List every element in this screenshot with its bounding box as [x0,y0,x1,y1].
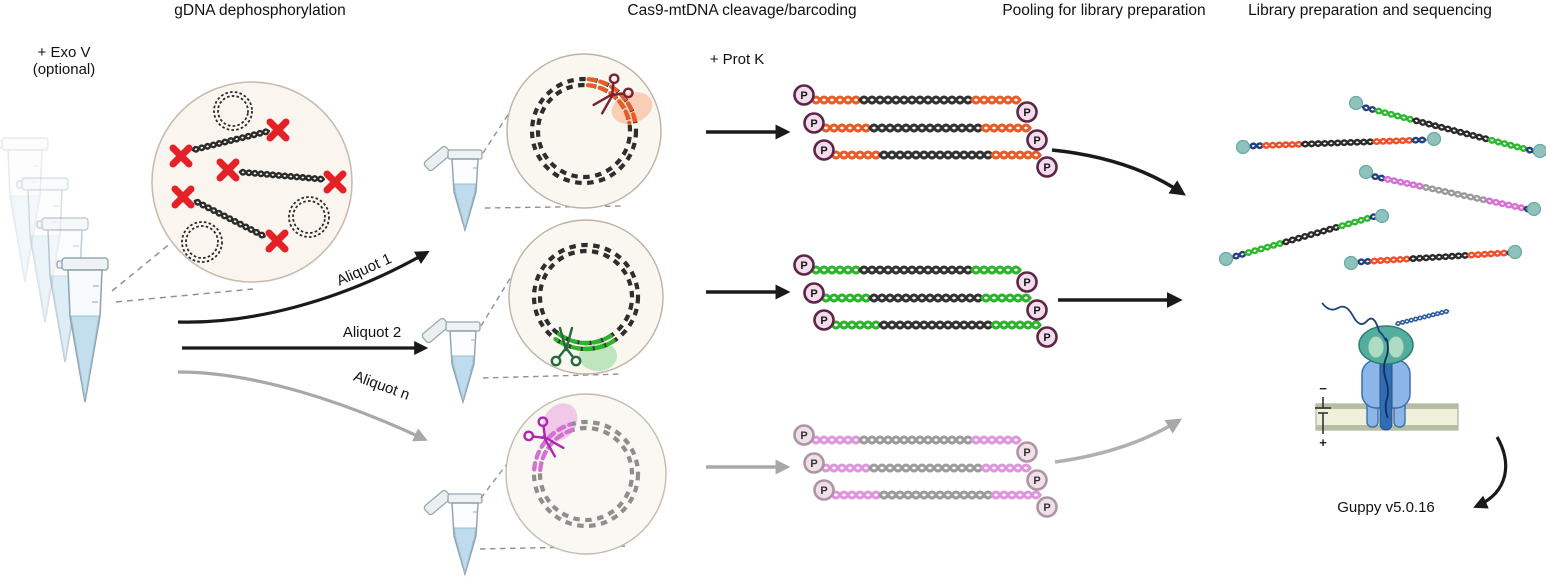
zoom-lines-gdna [111,237,254,303]
electrode-positive-sign: + [1319,435,1327,450]
electrode-negative-sign: − [1319,381,1327,396]
linear-gdna-1 [191,128,270,153]
phosphate-badge: P [800,90,807,102]
adapter-bead [1507,244,1523,260]
phosphate-badge: P [1023,107,1030,119]
phosphate-badges-aliquot1: P P P P P P [793,84,1058,178]
adapter-bead [1348,95,1364,111]
prot-k-note: + Prot K [710,51,765,68]
fragment [830,150,1042,160]
phosphate-badge: P [820,315,827,327]
phosphate-badge: P [810,458,817,470]
exo-v-note-line1: + Exo V [38,44,91,61]
phosphate-badge: P [820,145,827,157]
pooled-read-orange-2 [1356,248,1522,266]
phosphate-badge: P [1043,502,1050,514]
pooled-reads [1218,95,1546,271]
nanopore-illustration: − + [1315,302,1459,450]
dna-helix-above-pore [1395,308,1450,326]
pooling-arrow-aliquotn [1054,418,1183,464]
exo-v-note-line2: (optional) [33,61,96,78]
input-tube-stack [0,137,109,403]
fragment [820,123,1032,133]
phosphate-badge: P [800,260,807,272]
adapter-bead [1526,201,1542,217]
phosphate-badge: P [1023,277,1030,289]
fragment [830,490,1042,500]
motor-protein-lobe [1387,335,1405,359]
phosphate-badge: P [820,485,827,497]
pooled-read-green-1 [1361,104,1541,156]
phosphate-badge: P [1043,162,1050,174]
fragment [820,293,1032,303]
basecaller-label: Guppy v5.0.16 [1337,499,1435,516]
stage-title-cleavage-barcoding: Cas9-mtDNA cleavage/barcoding [627,2,856,19]
stage-title-dephosphorylation: gDNA dephosphorylation [174,2,345,19]
adapter-bead [1235,139,1251,155]
phosphate-badge: P [800,430,807,442]
pooled-read-green-2 [1231,211,1385,260]
plasmid-ring-3 [181,221,223,263]
pore-channel [1379,355,1393,431]
aliquot-2-label: Aliquot 2 [343,324,401,341]
linear-gdna-2 [238,168,325,183]
phosphate-badge: P [810,118,817,130]
aliquot-2-tube [420,316,481,403]
adapter-bead [1426,131,1442,147]
phosphate-badge: P [1033,135,1040,147]
fragments-aliquot1: P P P P P P [793,84,1058,178]
pooled-read-magenta-1 [1370,173,1539,214]
fragment [830,320,1042,330]
electrode-symbol [1315,397,1331,434]
plasmid-ring-1 [213,91,253,131]
motor-protein-lobe [1367,335,1385,359]
fragments-aliquotn: P P P P P P [793,424,1058,518]
adapter-bead [1374,208,1390,224]
fragment [810,95,1022,105]
phosphate-badge: P [1043,332,1050,344]
stage-title-pooling: Pooling for library preparation [1002,2,1205,19]
adapter-bead [1343,255,1359,271]
dna-thread-through-pore [1383,337,1389,419]
aliquot-n-arrow [177,370,428,442]
arrow-to-basecaller [1473,436,1508,509]
phosphate-badge: P [1033,475,1040,487]
adapter-bead [1218,251,1234,267]
mtdna-ring-aliquot1 [529,76,639,186]
aliquot-n-tube [422,488,483,575]
fragments-aliquot2: P P P P P P [793,254,1058,348]
aliquot-1-tube [422,144,483,231]
fragment [810,435,1022,445]
aliquot-1-arrow [177,250,430,324]
stage-title-library-sequencing: Library preparation and sequencing [1248,2,1492,19]
phosphate-badge: P [1023,447,1030,459]
adapter-bead [1532,143,1546,159]
phosphate-badge: P [1033,305,1040,317]
adapter-bead [1358,164,1374,180]
dna-thread-entering [1321,302,1387,342]
phosphate-badges-aliquot2: P P P P P P [793,254,1058,348]
fragment [810,265,1022,275]
phosphate-badge: P [810,288,817,300]
pooling-arrow-aliquot1 [1051,148,1186,196]
pooled-read-orange-1 [1248,136,1427,150]
mtdna-circle-aliquotn [505,393,667,555]
zoom-lines-aliquot2 [480,271,623,379]
mtdna-ring-aliquotn [531,419,641,529]
mtdna-circle-aliquot2 [508,219,664,375]
linear-gdna-3 [193,198,266,239]
fragment [820,463,1032,473]
phosphate-badges-aliquotn: P P P P P P [793,424,1058,518]
plasmid-ring-2 [288,196,330,238]
aliquot-n-label: Aliquot n [351,368,412,404]
